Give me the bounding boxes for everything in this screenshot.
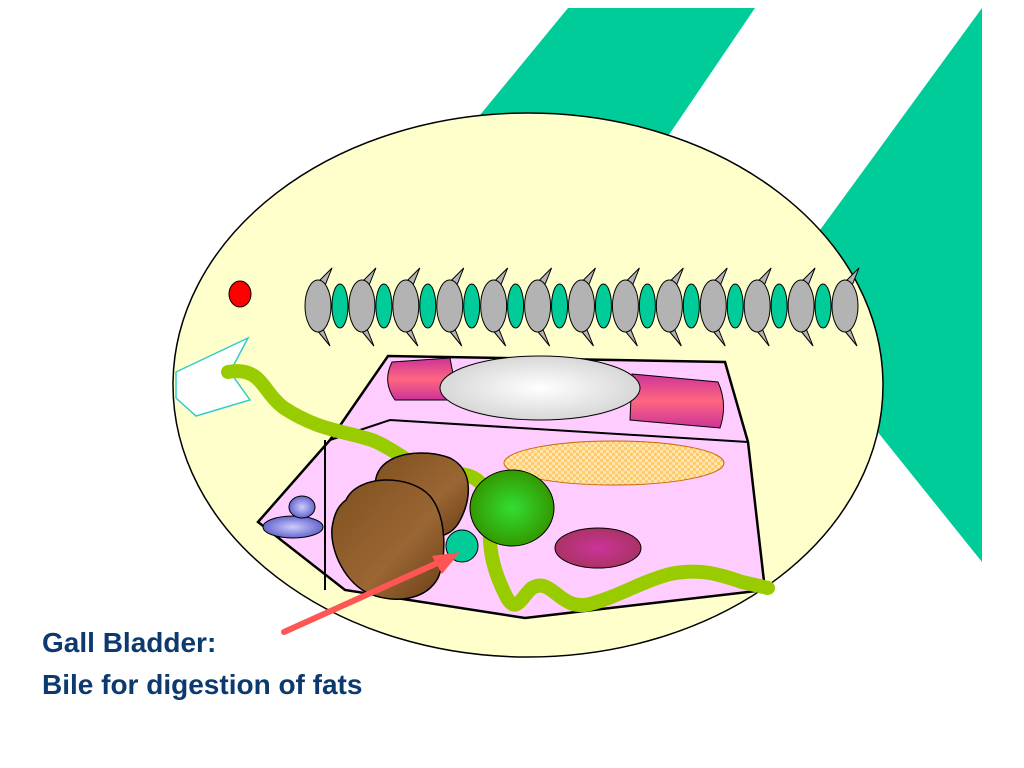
intervertebral-disc (508, 284, 524, 328)
vertebra (437, 280, 463, 332)
vertebra (788, 280, 814, 332)
intervertebral-disc (420, 284, 436, 328)
vertebra (393, 280, 419, 332)
intervertebral-disc (464, 284, 480, 328)
intervertebral-disc (683, 284, 699, 328)
caption-description: Bile for digestion of fats (42, 664, 362, 706)
intervertebral-disc (639, 284, 655, 328)
intervertebral-disc (552, 284, 568, 328)
intervertebral-disc (815, 284, 831, 328)
vertebra (481, 280, 507, 332)
vertebra (305, 280, 331, 332)
vertebra (569, 280, 595, 332)
vertebra (656, 280, 682, 332)
eye-icon (229, 281, 251, 307)
intervertebral-disc (727, 284, 743, 328)
vertebra (700, 280, 726, 332)
swim-bladder (440, 356, 640, 420)
vertebra (832, 280, 858, 332)
intervertebral-disc (771, 284, 787, 328)
vertebra (744, 280, 770, 332)
kidney-right (630, 374, 724, 428)
vertebra (525, 280, 551, 332)
spleen (555, 528, 641, 568)
caption-title: Gall Bladder: (42, 622, 362, 664)
vertebra (349, 280, 375, 332)
intervertebral-disc (595, 284, 611, 328)
intervertebral-disc (332, 284, 348, 328)
stomach (470, 470, 554, 546)
intervertebral-disc (376, 284, 392, 328)
vertebra (612, 280, 638, 332)
gall-bladder-caption: Gall Bladder: Bile for digestion of fats (42, 622, 362, 706)
